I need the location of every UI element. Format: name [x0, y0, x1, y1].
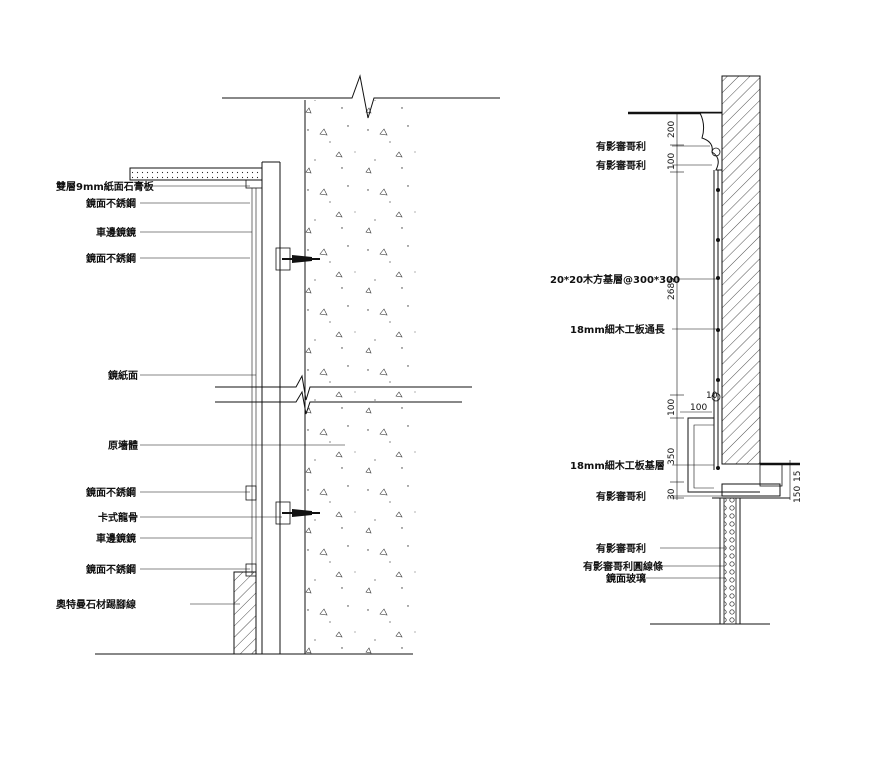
right-labels: 有影審哥利 有影審哥利 20*20木方基層@300*300 18mm細木工板通長… [550, 140, 680, 585]
label-mirror-stainless-1: 鏡面不銹鋼 [86, 197, 136, 210]
label-plywood-base: 18mm細木工板基層 [570, 459, 665, 472]
label-stone-skirting: 奧特曼石材踢腳線 [55, 598, 136, 611]
stainless-trim [245, 179, 263, 189]
concrete-column [721, 75, 761, 465]
stone-skirting [233, 571, 257, 655]
label-mirror-stainless-4: 鏡面不銹鋼 [86, 563, 136, 576]
dim-350: 350 [667, 448, 677, 465]
dim-100-top: 100 [667, 153, 677, 170]
label-paper-surface: 鏡紙面 [108, 369, 138, 382]
label-round-molding: 有影審哥利圓線條 [583, 560, 664, 573]
right-leader-lines [646, 145, 726, 579]
dim-100-horizontal: 100 [690, 403, 707, 413]
left-labels: 雙層9mm紙面石膏板 鏡面不銹鋼 車邊鏡鏡 鏡面不銹鋼 鏡紙面 原墻體 鏡面不銹… [55, 180, 155, 611]
label-double-gypsum: 雙層9mm紙面石膏板 [56, 180, 155, 193]
dim-2685: 2685 [667, 277, 677, 300]
dim-200: 200 [667, 121, 677, 138]
label-mirror-stainless-3: 鏡面不銹鋼 [86, 486, 136, 499]
label-plywood-long: 18mm細木工板通長 [570, 323, 666, 336]
dimension-texts: 200 100 2685 10 100 100 350 30 15 150 [667, 121, 803, 503]
anchor-bolt-lower [282, 509, 320, 517]
label-right-2: 有影審哥利 [596, 159, 646, 172]
label-right-7: 有影審哥利 [596, 542, 646, 555]
label-beveled-mirror-1: 車邊鏡鏡 [96, 226, 136, 239]
anchor-bolt-upper [282, 255, 320, 263]
concrete-wall [305, 100, 420, 654]
floor-slab-line-top [215, 374, 472, 401]
label-right-6: 有影審哥利 [596, 490, 646, 503]
dim-100-mid: 100 [667, 399, 677, 416]
dim-150: 150 [793, 486, 803, 503]
label-wood-grid: 20*20木方基層@300*300 [550, 273, 680, 286]
vertical-dimension-chain [670, 112, 684, 500]
wood-panel-fixings [716, 188, 720, 470]
label-card-keel: 卡式龍骨 [98, 511, 138, 524]
dim-15: 15 [793, 471, 803, 482]
dim-30: 30 [667, 488, 677, 500]
right-section-detail [628, 75, 800, 625]
label-mirror-glass: 鏡面玻璃 [606, 572, 646, 585]
label-original-wall: 原墻體 [108, 439, 138, 452]
mirror-glass-panel [723, 497, 737, 625]
label-beveled-mirror-2: 車邊鏡鏡 [96, 532, 136, 545]
floor-slab-line-bottom [215, 390, 462, 415]
cornice-molding [699, 112, 723, 171]
left-leader-lines [140, 185, 345, 605]
gypsum-ceiling-board [129, 167, 263, 181]
ceiling-slab-break-line [222, 74, 500, 119]
label-right-1: 有影審哥利 [596, 140, 646, 153]
left-section-detail [95, 74, 500, 655]
dim-10: 10 [706, 391, 718, 401]
label-mirror-stainless-2: 鏡面不銹鋼 [86, 252, 136, 265]
